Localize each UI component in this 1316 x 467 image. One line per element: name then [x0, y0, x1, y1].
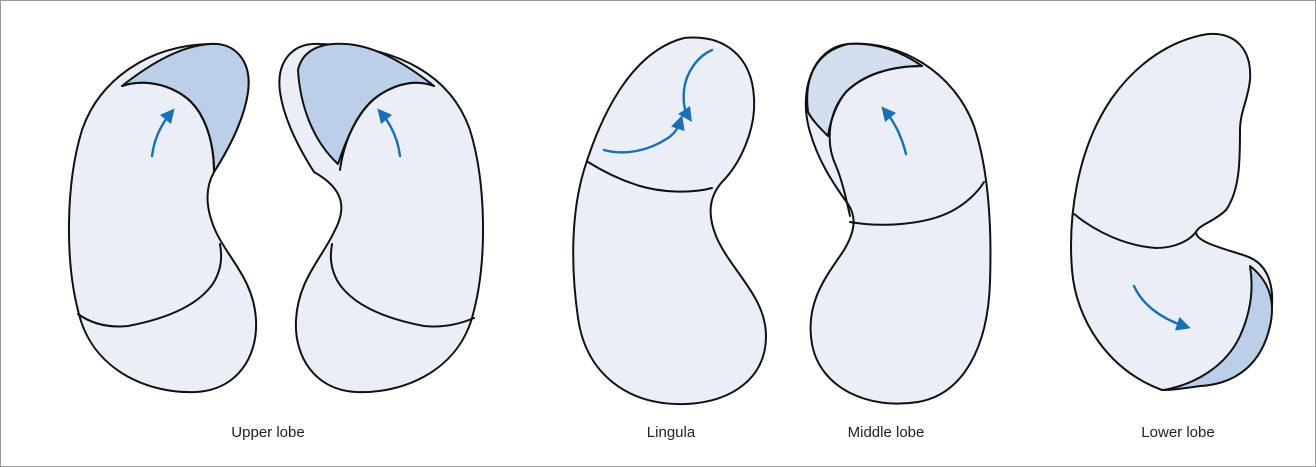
lingula-lobe	[572, 36, 767, 406]
lingula-arrow-left	[602, 115, 685, 154]
upper-lobe-left-arrow	[150, 108, 175, 158]
upper-lobe-left-fissure-lower	[77, 243, 223, 328]
upper-lobe-left	[68, 42, 258, 394]
caption-upper-lobe: Upper lobe	[231, 424, 305, 441]
lower-lobe-fissure	[1073, 213, 1197, 250]
upper-lobe-left-fissure-inner	[121, 81, 215, 173]
caption-middle-lobe: Middle lobe	[847, 424, 925, 441]
upper-lobe-right-arrow	[377, 108, 402, 158]
lingula-arrow-top	[678, 48, 714, 122]
lower-lobe-shaded-segment	[1163, 265, 1273, 391]
upper-lobe-right-fissure-lower	[329, 243, 475, 328]
lower-lobe-arrow	[1132, 284, 1191, 331]
caption-lingula: Lingula	[646, 424, 696, 441]
lingula-outline	[572, 36, 767, 406]
middle-lobe-fissure-lower	[849, 181, 985, 226]
upper-lobe-right-fissure-inner	[339, 81, 435, 171]
caption-lower-lobe: Lower lobe	[1141, 424, 1215, 441]
lingula-fissure	[587, 161, 713, 193]
middle-lobe-arrow	[881, 106, 908, 156]
middle-lobe	[804, 42, 992, 405]
upper-lobe-right	[278, 42, 484, 394]
middle-lobe-fissure-upper	[828, 65, 923, 217]
lower-lobe	[1070, 32, 1274, 391]
